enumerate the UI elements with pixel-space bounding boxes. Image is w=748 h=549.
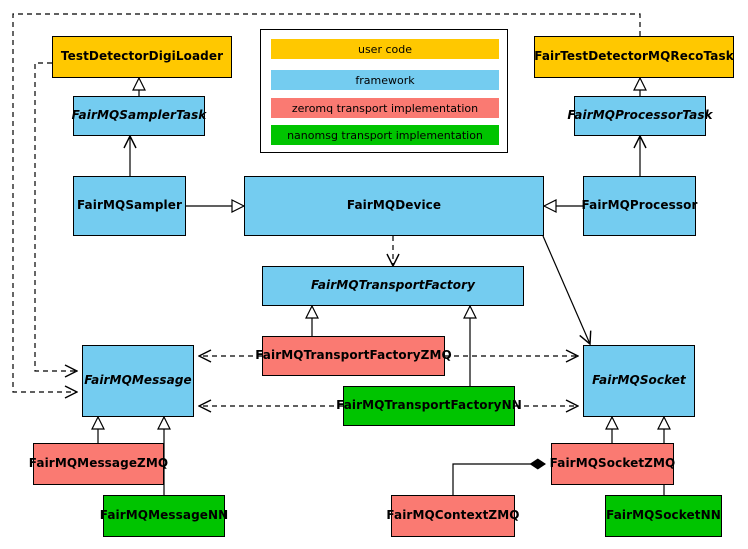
class-node-FairMQSocketZMQ[interactable]: FairMQSocketZMQ (549, 443, 676, 485)
class-node-FairMQTransportFactoryZMQ[interactable]: FairMQTransportFactoryZMQ (255, 336, 452, 376)
legend-box: user code framework zeromq transport imp… (260, 29, 508, 153)
class-node-FairMQSamplerTask[interactable]: FairMQSamplerTask (71, 96, 207, 136)
class-node-label: FairMQSocketNN (606, 508, 721, 523)
class-node-FairMQSampler[interactable]: FairMQSampler (73, 176, 186, 236)
class-node-FairTestDetectorMQRecoTask[interactable]: FairTestDetectorMQRecoTask (534, 36, 734, 78)
legend-item-nanomsg: nanomsg transport implementation (271, 125, 499, 145)
class-node-label: FairMQContextZMQ (386, 508, 520, 523)
legend-item-framework: framework (271, 70, 499, 90)
class-node-FairMQContextZMQ[interactable]: FairMQContextZMQ (386, 495, 519, 537)
class-node-label: FairMQTransportFactory (310, 278, 476, 293)
legend-label-nanomsg: nanomsg transport implementation (287, 128, 483, 142)
class-node-FairMQMessage[interactable]: FairMQMessage (82, 345, 194, 417)
edge-contextzmq-socketzmq (452, 458, 547, 495)
class-node-label: FairMQTransportFactoryZMQ (255, 348, 452, 363)
class-node-label: FairMQSocket (592, 373, 686, 388)
legend-label-user-code: user code (357, 42, 413, 56)
class-node-FairMQSocketNN[interactable]: FairMQSocketNN (605, 495, 722, 537)
class-node-label: FairMQDevice (346, 198, 442, 213)
legend-label-framework: framework (355, 73, 415, 87)
class-node-label: FairMQSocketZMQ (549, 456, 676, 471)
edge-device-socket (542, 235, 590, 344)
class-node-label: FairMQMessageNN (99, 508, 229, 523)
class-node-label: FairMQMessage (84, 373, 192, 388)
class-node-label: FairMQMessageZMQ (28, 456, 169, 471)
class-node-label: FairMQSampler (76, 198, 183, 213)
class-node-FairMQSocket[interactable]: FairMQSocket (583, 345, 695, 417)
class-node-FairMQTransportFactoryNN[interactable]: FairMQTransportFactoryNN (336, 386, 522, 426)
class-node-FairMQProcessorTask[interactable]: FairMQProcessorTask (567, 96, 713, 136)
class-node-label: FairMQSamplerTask (71, 108, 207, 123)
legend-label-zeromq: zeromq transport implementation (291, 101, 479, 115)
class-node-label: FairMQProcessorTask (567, 108, 713, 123)
class-node-label: FairMQProcessor (581, 198, 698, 213)
class-node-FairMQTransportFactory[interactable]: FairMQTransportFactory (262, 266, 524, 306)
class-node-label: FairMQTransportFactoryNN (336, 398, 522, 413)
class-node-FairMQMessageNN[interactable]: FairMQMessageNN (100, 495, 228, 537)
legend-item-zeromq: zeromq transport implementation (271, 98, 499, 118)
class-node-FairMQMessageZMQ[interactable]: FairMQMessageZMQ (29, 443, 168, 485)
class-node-FairMQProcessor[interactable]: FairMQProcessor (581, 176, 698, 236)
legend-item-user-code: user code (271, 39, 499, 59)
class-node-TestDetectorDigiLoader[interactable]: TestDetectorDigiLoader (52, 36, 232, 78)
class-node-label: TestDetectorDigiLoader (60, 49, 224, 64)
class-node-label: FairTestDetectorMQRecoTask (534, 49, 734, 64)
class-node-FairMQDevice[interactable]: FairMQDevice (244, 176, 544, 236)
